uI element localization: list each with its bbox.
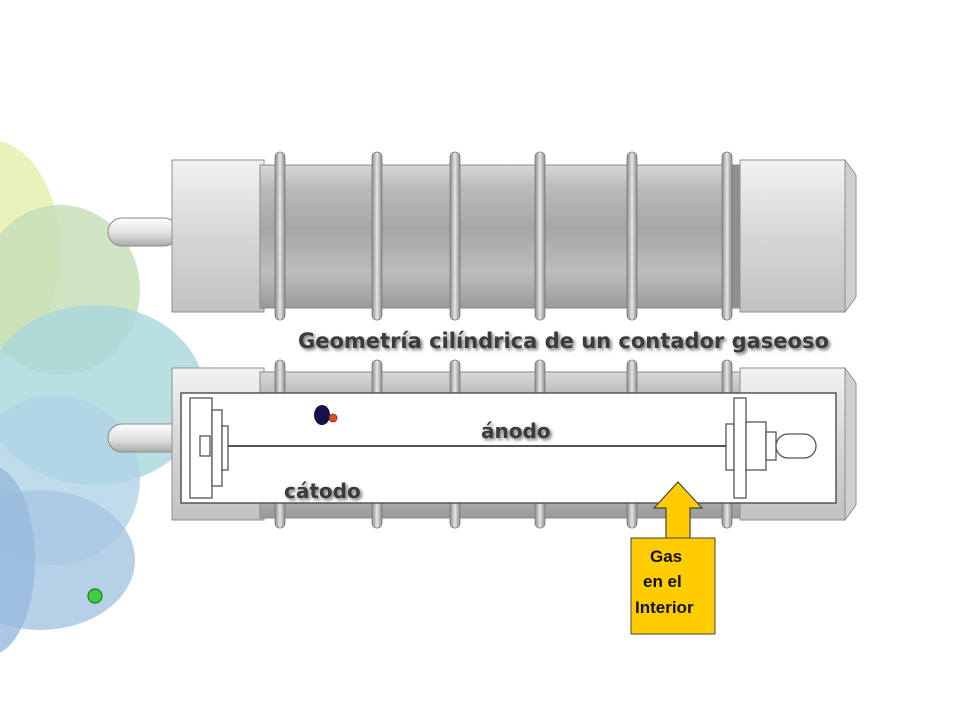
ion-particle — [328, 413, 338, 423]
petal-blue-dark — [0, 467, 35, 653]
top-cylinder-ring-3 — [449, 151, 461, 321]
gas-line-1: Gas — [650, 547, 682, 566]
gas-box — [630, 537, 716, 635]
top-left-pin — [107, 217, 179, 247]
gas-callout: Gas en el Interior — [630, 481, 716, 635]
electron-particle — [314, 405, 330, 425]
top-cylinder-ring-5 — [626, 151, 638, 321]
bottom-cylinder — [107, 359, 857, 529]
top-right-cap — [739, 159, 846, 313]
top-left-cap — [171, 159, 265, 313]
cathode-label: cátodo — [284, 479, 361, 503]
right-end-fitting — [725, 397, 817, 499]
top-cylinder-ring-4 — [534, 151, 546, 321]
decorative-petals — [0, 141, 205, 653]
green-indicator-dot — [87, 588, 103, 604]
top-cylinder — [107, 151, 857, 321]
top-cylinder-ring-6 — [721, 151, 733, 321]
top-cylinder-ring-1 — [274, 151, 286, 321]
top-body — [259, 164, 746, 309]
left-end-fitting — [189, 397, 229, 499]
gas-line-3: Interior — [635, 598, 694, 617]
diagram-title: Geometría cilíndrica de un contador gase… — [298, 329, 829, 353]
gas-line-2: en el — [643, 572, 682, 591]
top-right-bevel — [844, 158, 857, 314]
anode-label: ánodo — [481, 419, 551, 443]
top-cylinder-ring-2 — [371, 151, 383, 321]
bottom-right-bevel — [844, 366, 857, 522]
